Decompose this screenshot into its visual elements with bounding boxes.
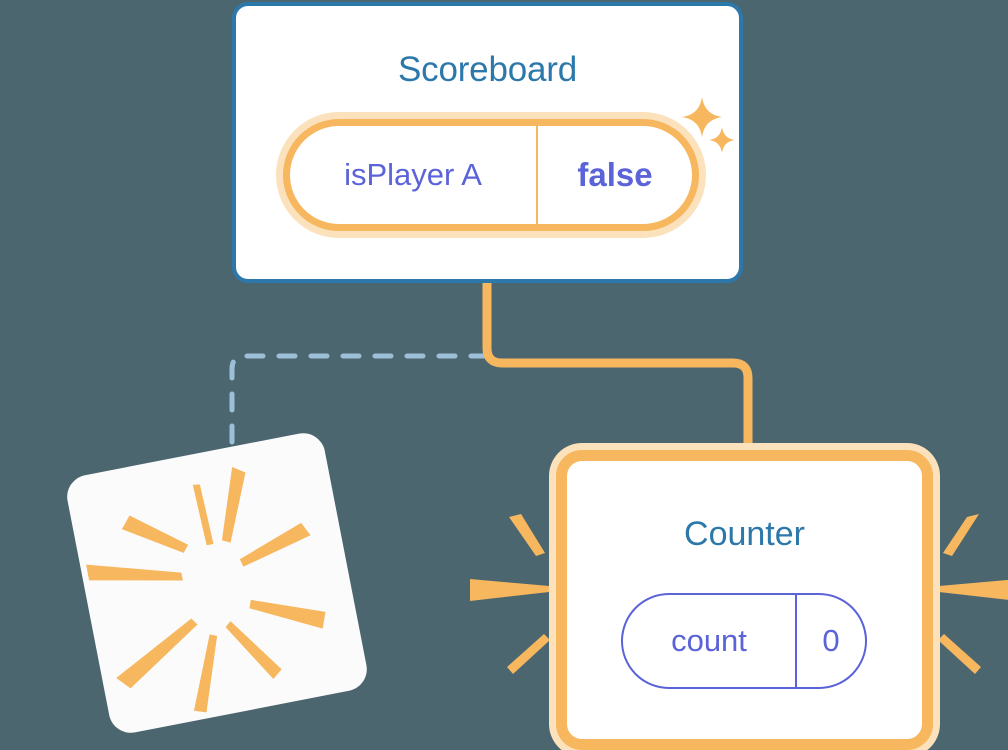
sparkle-icon — [682, 97, 722, 137]
scoreboard-card[interactable]: Scoreboard isPlayer A false — [232, 2, 743, 283]
blank-card[interactable] — [63, 429, 371, 737]
counter-state-pill[interactable]: count 0 — [621, 593, 867, 689]
sparkle-small-icon — [709, 127, 735, 153]
counter-left-rays-icon — [470, 514, 550, 674]
counter-state-value: 0 — [822, 623, 840, 658]
scoreboard-state-value: false — [577, 156, 653, 193]
counter-state-key: count — [623, 595, 797, 687]
counter-card[interactable]: Counter count 0 — [556, 450, 933, 750]
connector-scoreboard-to-counter — [482, 283, 753, 462]
scoreboard-state-key: isPlayer A — [290, 126, 538, 224]
burst-icon — [86, 466, 326, 713]
scoreboard-state-pill[interactable]: isPlayer A false — [283, 119, 699, 231]
scoreboard-title: Scoreboard — [398, 50, 577, 89]
counter-title: Counter — [684, 515, 805, 553]
counter-right-rays-icon — [938, 514, 1008, 674]
